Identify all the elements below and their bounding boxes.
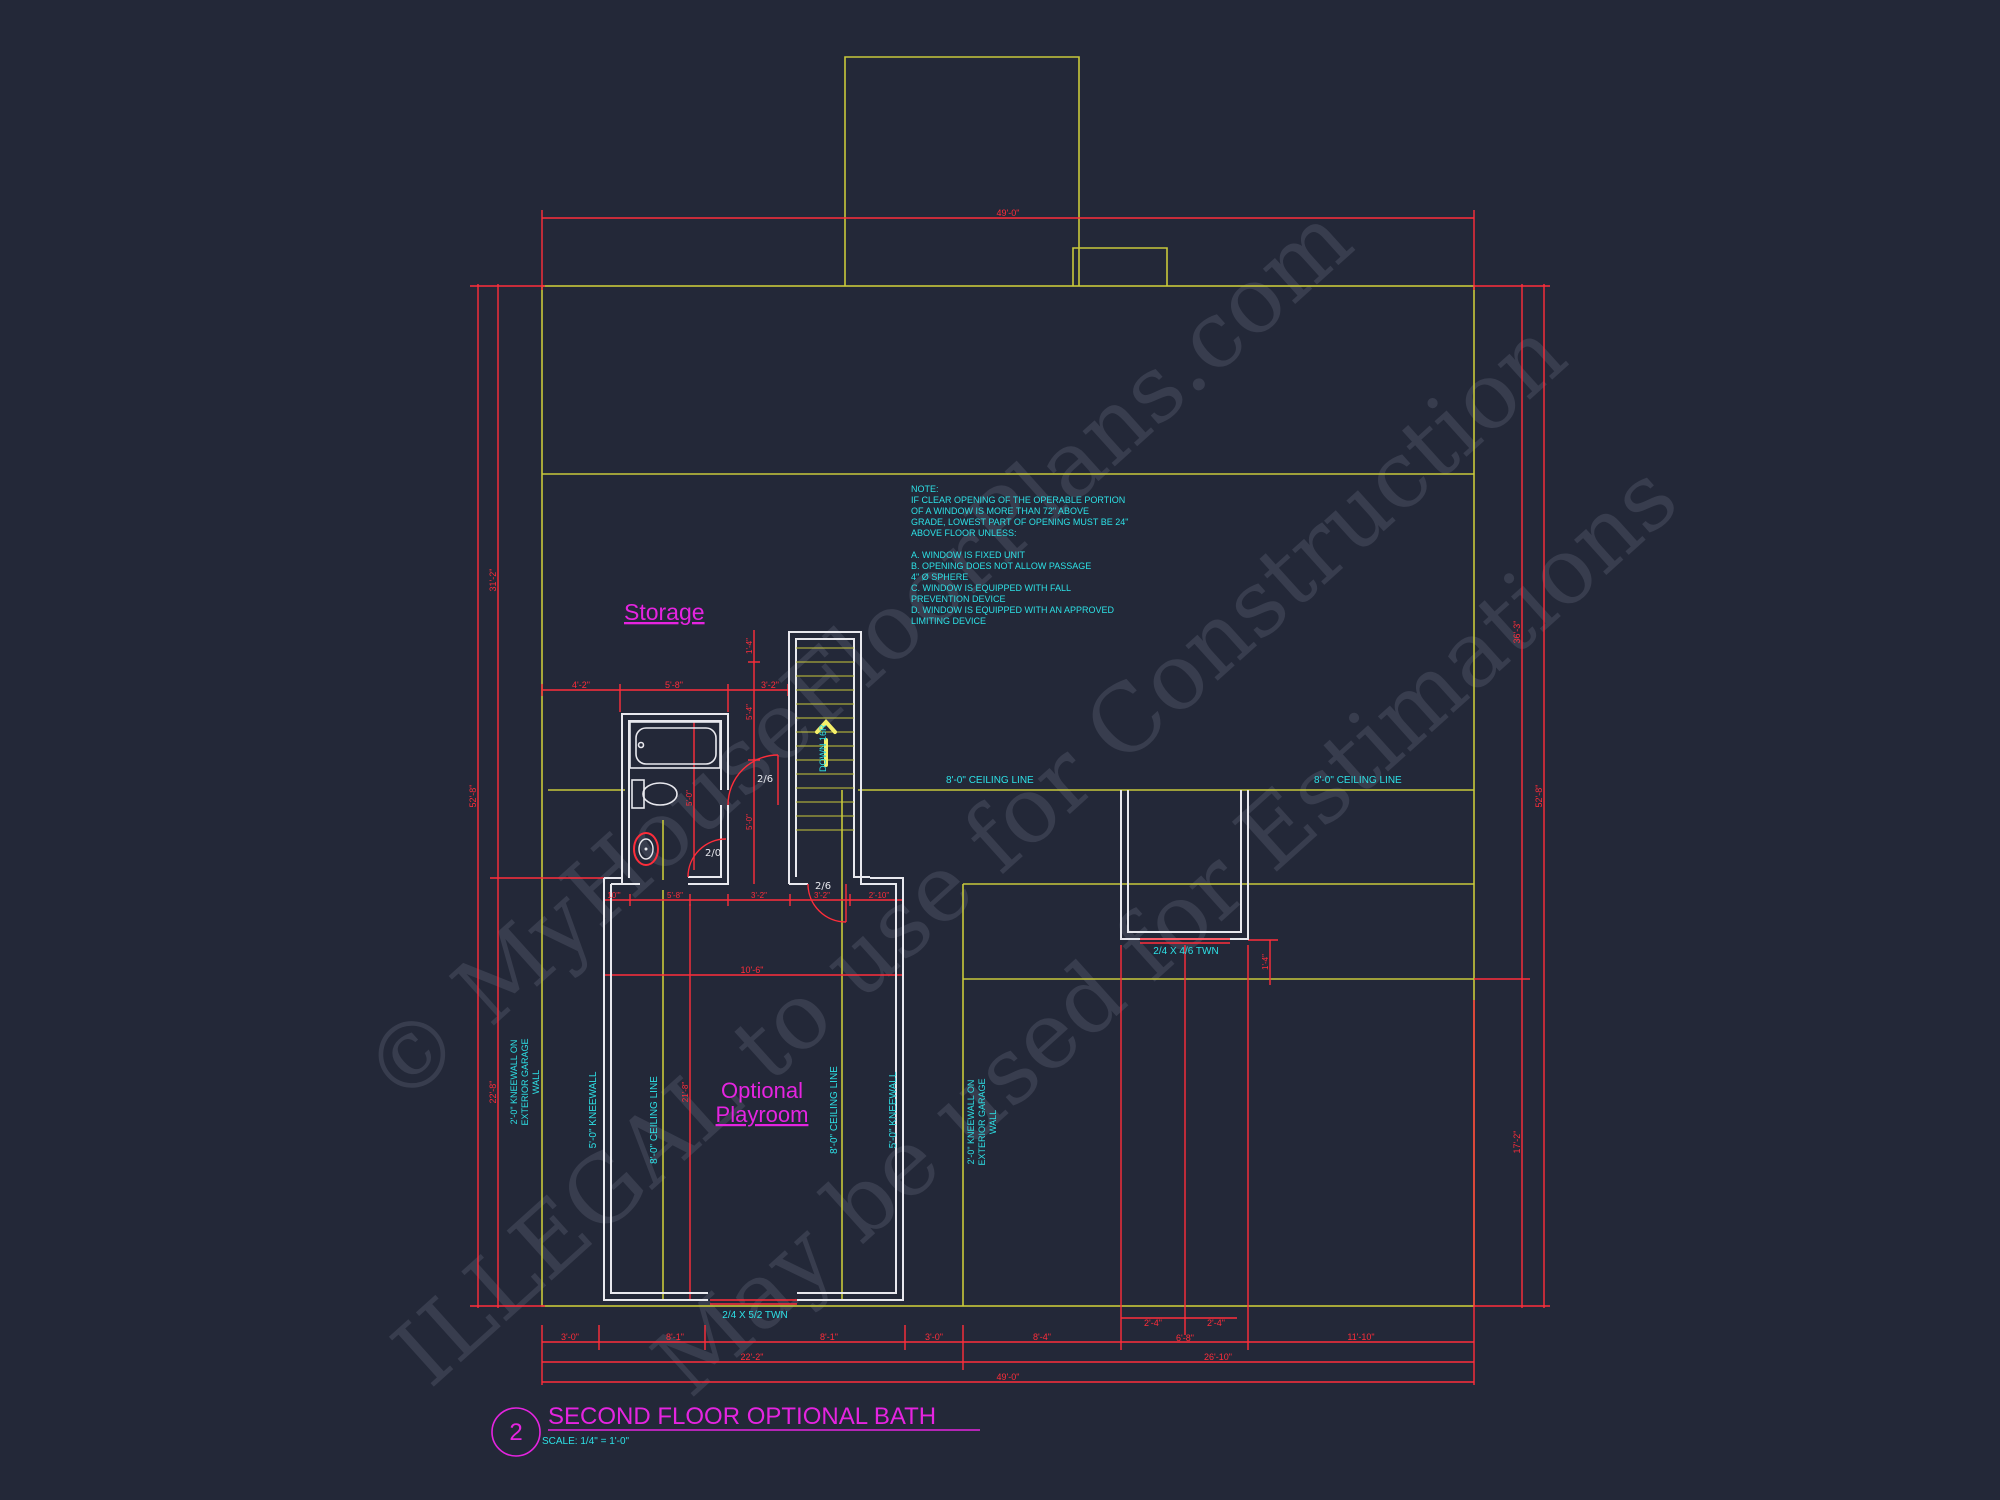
stair-treads — [796, 647, 854, 831]
drawing-title-block: 2 SECOND FLOOR OPTIONAL BATH SCALE: 1/4"… — [491, 1403, 980, 1457]
dim-bottom-segment: 2'-4" — [1207, 1318, 1225, 1328]
garage-kneewall-right-3: WALL — [988, 1110, 998, 1134]
note-line: ABOVE FLOOR UNLESS: — [911, 528, 1017, 538]
door-label-playroom: 2/6 — [815, 881, 831, 892]
garage-kneewall-right-1: 2'-0" KNEEWALL ON — [966, 1080, 976, 1165]
dim-bottom-segment: 8'-1" — [666, 1332, 684, 1342]
stair-direction-label: DOWN 16R — [818, 724, 828, 772]
windows — [710, 938, 1230, 1305]
window-label-right: 2/4 X 4/6 TWN — [1153, 946, 1218, 957]
ceiling-line-label-right: 8'-0" CEILING LINE — [1314, 775, 1402, 786]
note-line: IF CLEAR OPENING OF THE OPERABLE PORTION — [911, 495, 1125, 505]
dim-stair-v: 5'-4" — [745, 704, 754, 720]
garage-kneewall-note-left: 2'-0" KNEEWALL ON EXTERIOR GARAGE WALL — [509, 1038, 541, 1125]
toilet-icon — [631, 779, 678, 809]
dim-upper-row: 4'-2" — [572, 680, 590, 690]
room-label-playroom-2: Playroom — [716, 1102, 809, 1127]
dim-bottom-segment: 3'-0" — [561, 1332, 579, 1342]
dim-left-outer: 52'-8" — [468, 785, 478, 808]
dimension-lines — [470, 210, 1550, 1385]
garage-kneewall-left-2: EXTERIOR GARAGE — [520, 1038, 530, 1125]
sink-icon — [633, 832, 659, 866]
kneewall-label-right: 5'-0" KNEEWALL — [888, 1071, 899, 1148]
drawing-number: 2 — [509, 1419, 522, 1446]
dim-mid-row: 3'-2" — [814, 891, 830, 900]
dim-bottom-segment: 8'-4" — [1033, 1332, 1051, 1342]
dim-mid-row: 5'-8" — [667, 891, 683, 900]
note-line: PREVENTION DEVICE — [911, 594, 1006, 604]
note-line: B. OPENING DOES NOT ALLOW PASSAGE — [911, 561, 1091, 571]
note-line: LIMITING DEVICE — [911, 616, 986, 626]
door-swings — [687, 754, 847, 923]
garage-kneewall-right-2: EXTERIOR GARAGE — [977, 1078, 987, 1165]
garage-kneewall-left-3: WALL — [531, 1070, 541, 1094]
watermark-line-3: May be used for Estimations — [633, 443, 1697, 1416]
watermark: © MyHouseFloorPlans.com ILLEGAL to use f… — [343, 185, 1697, 1416]
ceiling-line-vertical-right: 8'-0" CEILING LINE — [829, 1066, 840, 1154]
walls — [603, 631, 1249, 1301]
drawing-scale: SCALE: 1/4" = 1'-0" — [542, 1436, 630, 1447]
stair-arrow-icon — [815, 719, 837, 767]
dimension-texts: 49'-0" 49'-0" 22'-2" 26'-10" 3'-0" 8'-1"… — [468, 208, 1544, 1382]
dim-bottom-right-total: 26'-10" — [1204, 1352, 1232, 1362]
dim-playroom-v: 21'-8" — [681, 1082, 690, 1103]
door-label-stair: 2/6 — [757, 774, 773, 785]
ceiling-line-vertical-left: 8'-0" CEILING LINE — [649, 1076, 660, 1164]
room-label-storage: Storage — [624, 599, 705, 625]
drawing-number-circle — [491, 1407, 541, 1457]
dim-stair-v: 5'-0" — [745, 814, 754, 830]
dim-small-right: 1'-4" — [1261, 954, 1270, 970]
dim-mid-row: 10'" — [607, 891, 620, 900]
bathtub-icon — [629, 721, 721, 769]
dim-bottom-segment: 2'-4" — [1144, 1318, 1162, 1328]
note-line: OF A WINDOW IS MORE THAN 72" ABOVE — [911, 506, 1089, 516]
note-line: A. WINDOW IS FIXED UNIT — [911, 550, 1026, 560]
dim-right-upper: 36'-3" — [1512, 621, 1522, 644]
door-label-bath: 2/0 — [705, 848, 721, 859]
note-line: C. WINDOW IS EQUIPPED WITH FALL — [911, 583, 1071, 593]
note-line: GRADE, LOWEST PART OF OPENING MUST BE 24… — [911, 517, 1128, 527]
dim-bottom-overall: 49'-0" — [997, 1372, 1020, 1382]
dim-mid-row: 2'-10" — [869, 891, 890, 900]
dim-upper-row: 3'-2" — [761, 680, 779, 690]
garage-kneewall-note-right: 2'-0" KNEEWALL ON EXTERIOR GARAGE WALL — [966, 1078, 998, 1165]
ceiling-line-label-left: 8'-0" CEILING LINE — [946, 775, 1034, 786]
dim-right-lower: 17'-2" — [1512, 1131, 1522, 1154]
roof-lines — [541, 56, 1475, 1307]
window-label-bottom: 2/4 X 5/2 TWN — [722, 1310, 787, 1321]
room-label-playroom-1: Optional — [721, 1078, 803, 1103]
dim-upper-row: 5'-8" — [665, 680, 683, 690]
drawing-title: SECOND FLOOR OPTIONAL BATH — [548, 1403, 936, 1430]
dim-left-lower: 22'-8" — [488, 1081, 498, 1104]
dim-bottom-left-total: 22'-2" — [741, 1352, 764, 1362]
code-note: NOTE: IF CLEAR OPENING OF THE OPERABLE P… — [911, 484, 1128, 626]
dim-left-upper: 31'-2" — [488, 569, 498, 592]
note-line: 4" Ø SPHERE — [911, 572, 968, 582]
dim-bottom-twin: 6'-8" — [1176, 1333, 1194, 1343]
note-line: D. WINDOW IS EQUIPPED WITH AN APPROVED — [911, 605, 1115, 615]
dim-mid-row: 3'-2" — [751, 891, 767, 900]
dim-bottom-segment: 8'-1" — [820, 1332, 838, 1342]
kneewall-label-left: 5'-0" KNEEWALL — [588, 1071, 599, 1148]
dim-top-overall: 49'-0" — [997, 208, 1020, 218]
note-line: NOTE: — [911, 484, 939, 494]
dim-stair-v: 1'-4" — [745, 638, 754, 654]
dim-bottom-segment: 11'-10" — [1347, 1332, 1374, 1342]
dim-bottom-segment: 3'-0" — [925, 1332, 943, 1342]
watermark-line-2: ILLEGAL to use for Construction — [373, 299, 1586, 1406]
dim-bath-v: 5'-0" — [685, 790, 694, 806]
dim-right-outer: 52'-8" — [1534, 785, 1544, 808]
garage-kneewall-left-1: 2'-0" KNEEWALL ON — [509, 1040, 519, 1125]
dim-playroom-width: 10'-6" — [741, 965, 764, 975]
